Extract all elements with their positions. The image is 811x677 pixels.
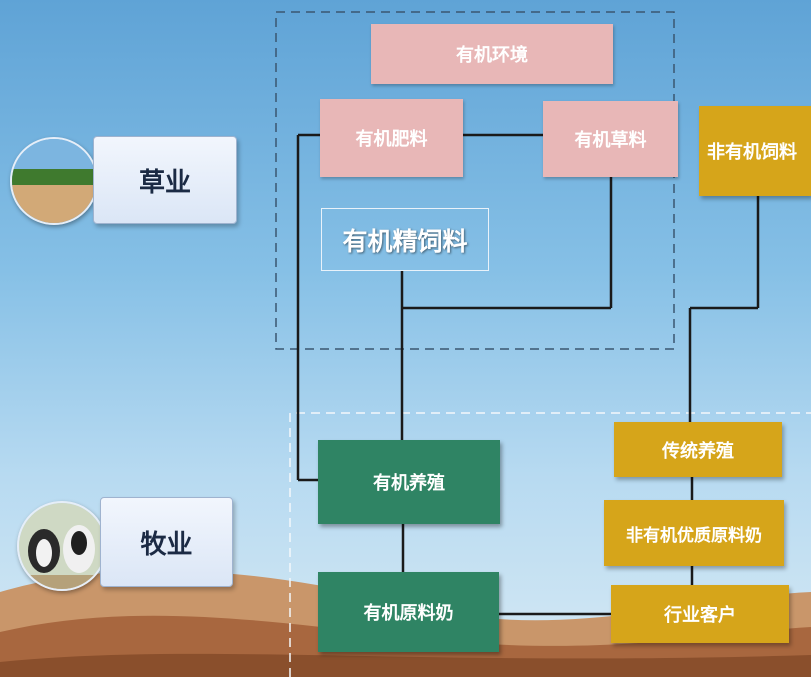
organic-environment-node: 有机环境 <box>371 24 613 84</box>
organic-raw-milk-node: 有机原料奶 <box>318 572 499 652</box>
non-organic-feed-node: 非有机饲料 <box>699 106 811 196</box>
organic-concentrate-feed-node: 有机精饲料 <box>321 208 489 271</box>
grass-group-dashed-frame <box>275 11 675 350</box>
organic-forage-node: 有机草料 <box>543 101 678 177</box>
organic-fertilizer-node: 有机肥料 <box>320 99 463 177</box>
non-organic-premium-raw-milk-node: 非有机优质原料奶 <box>604 500 784 566</box>
industry-customers-node: 行业客户 <box>611 585 789 643</box>
grassland-photo <box>10 137 98 225</box>
cattle-photo <box>17 501 107 591</box>
livestock-group-dashed-frame <box>289 412 811 677</box>
traditional-farming-node: 传统养殖 <box>614 422 782 477</box>
livestock-section-label: 牧业 <box>100 497 233 587</box>
organic-farming-node: 有机养殖 <box>318 440 500 524</box>
grass-section-label: 草业 <box>93 136 237 224</box>
